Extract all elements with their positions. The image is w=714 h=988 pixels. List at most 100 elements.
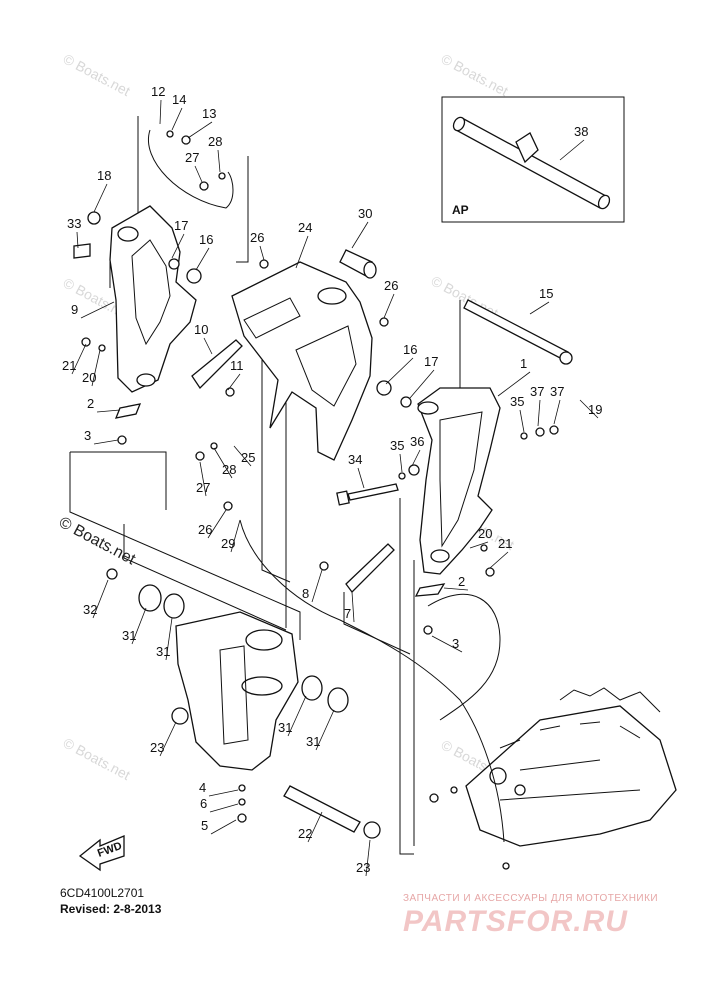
watermark: © Boats.net — [61, 735, 133, 784]
leader-line — [537, 399, 541, 427]
right-bracket — [417, 387, 501, 575]
swivel-bracket — [231, 261, 373, 461]
callout-label: 1 — [520, 356, 527, 371]
callout-label: 31 — [278, 720, 292, 735]
callout-label: 17 — [174, 218, 188, 233]
leader-line — [199, 461, 207, 497]
leader-line — [365, 839, 371, 877]
leader-line — [96, 409, 121, 413]
tilt-shaft — [283, 785, 361, 833]
callout-label: 3 — [452, 636, 459, 651]
leader-line — [93, 183, 108, 213]
ground-wires — [148, 129, 505, 843]
leader-line — [165, 617, 173, 661]
callout-label: 20 — [82, 370, 96, 385]
leader-line — [431, 635, 463, 653]
callout-label: 37 — [530, 384, 544, 399]
leader-line — [209, 803, 239, 813]
callout-label: 31 — [156, 644, 170, 659]
callout-label: 28 — [222, 462, 236, 477]
leader-line — [295, 235, 309, 269]
callout-label: 20 — [478, 526, 492, 541]
leader-line — [80, 301, 115, 319]
leader-line — [287, 695, 307, 737]
callout-label: 22 — [298, 826, 312, 841]
leader-line — [529, 301, 550, 315]
callout-label: 15 — [539, 286, 553, 301]
leader-line — [385, 357, 414, 385]
leader-line — [171, 233, 185, 259]
leader-line — [357, 467, 365, 489]
leader-line — [208, 789, 239, 797]
engine-block — [465, 687, 677, 847]
rod-15 — [463, 299, 573, 365]
callout-label: 31 — [122, 628, 136, 643]
leader-line — [159, 721, 177, 757]
plates — [191, 339, 395, 593]
leader-line — [559, 139, 585, 161]
callout-label: 29 — [221, 536, 235, 551]
leader-line — [259, 245, 265, 261]
callout-label: 2 — [87, 396, 94, 411]
callout-label: 30 — [358, 206, 372, 221]
leader-line — [131, 607, 147, 645]
leader-line — [409, 369, 435, 399]
pin-30 — [339, 249, 377, 279]
shaft-38 — [452, 116, 611, 210]
callout-label: 31 — [306, 734, 320, 749]
callout-label: 6 — [200, 796, 207, 811]
callout-label: 27 — [196, 480, 210, 495]
callout-label: 5 — [201, 818, 208, 833]
callout-label: 33 — [67, 216, 81, 231]
brand-tagline: ЗАПЧАСТИ И АКСЕССУАРЫ ДЛЯ МОТОТЕХНИКИ — [403, 893, 659, 904]
leader-line — [210, 819, 237, 835]
leader-line — [399, 453, 403, 473]
callout-label: 13 — [202, 106, 216, 121]
callout-label: 26 — [250, 230, 264, 245]
bushings — [138, 584, 381, 839]
leader-line — [92, 579, 109, 619]
callout-label: 24 — [298, 220, 312, 235]
leader-line — [217, 149, 221, 173]
callout-label: 26 — [384, 278, 398, 293]
leader-line — [203, 337, 213, 355]
callout-label: 28 — [208, 134, 222, 149]
leader-line — [411, 449, 421, 467]
callout-label: 8 — [302, 586, 309, 601]
leader-line — [351, 591, 355, 623]
callout-label: 3 — [84, 428, 91, 443]
callout-label: 14 — [172, 92, 186, 107]
watermark: © Boats.net — [61, 51, 133, 100]
callout-label: 18 — [97, 168, 111, 183]
callout-label: 21 — [498, 536, 512, 551]
callout-label: 17 — [424, 354, 438, 369]
leader-line — [207, 509, 227, 539]
leader-line — [230, 519, 241, 553]
leader-line — [91, 349, 101, 387]
leader-line — [443, 587, 469, 591]
callout-label: 23 — [150, 740, 164, 755]
callout-label: 4 — [199, 780, 206, 795]
leader-line — [159, 99, 162, 125]
callout-label: 16 — [199, 232, 213, 247]
leader-line — [489, 551, 509, 569]
callout-label: 19 — [588, 402, 602, 417]
callout-label: 7 — [344, 606, 351, 621]
leader-line — [187, 121, 213, 139]
part-code: 6CD4100L2701 — [60, 886, 145, 900]
leader-line — [233, 445, 252, 467]
callout-label: 16 — [403, 342, 417, 357]
callout-label: 12 — [151, 84, 165, 99]
fwd-arrow: FWD — [78, 835, 125, 872]
leader-line — [76, 231, 79, 249]
leader-line — [469, 541, 489, 549]
callout-label: 25 — [241, 450, 255, 465]
leader-line — [315, 709, 335, 751]
leader-line — [553, 399, 561, 425]
leader-line — [311, 569, 323, 603]
callout-label: 2 — [458, 574, 465, 589]
inset-label: AP — [452, 203, 469, 217]
watermark: © Boats.net — [439, 51, 511, 100]
